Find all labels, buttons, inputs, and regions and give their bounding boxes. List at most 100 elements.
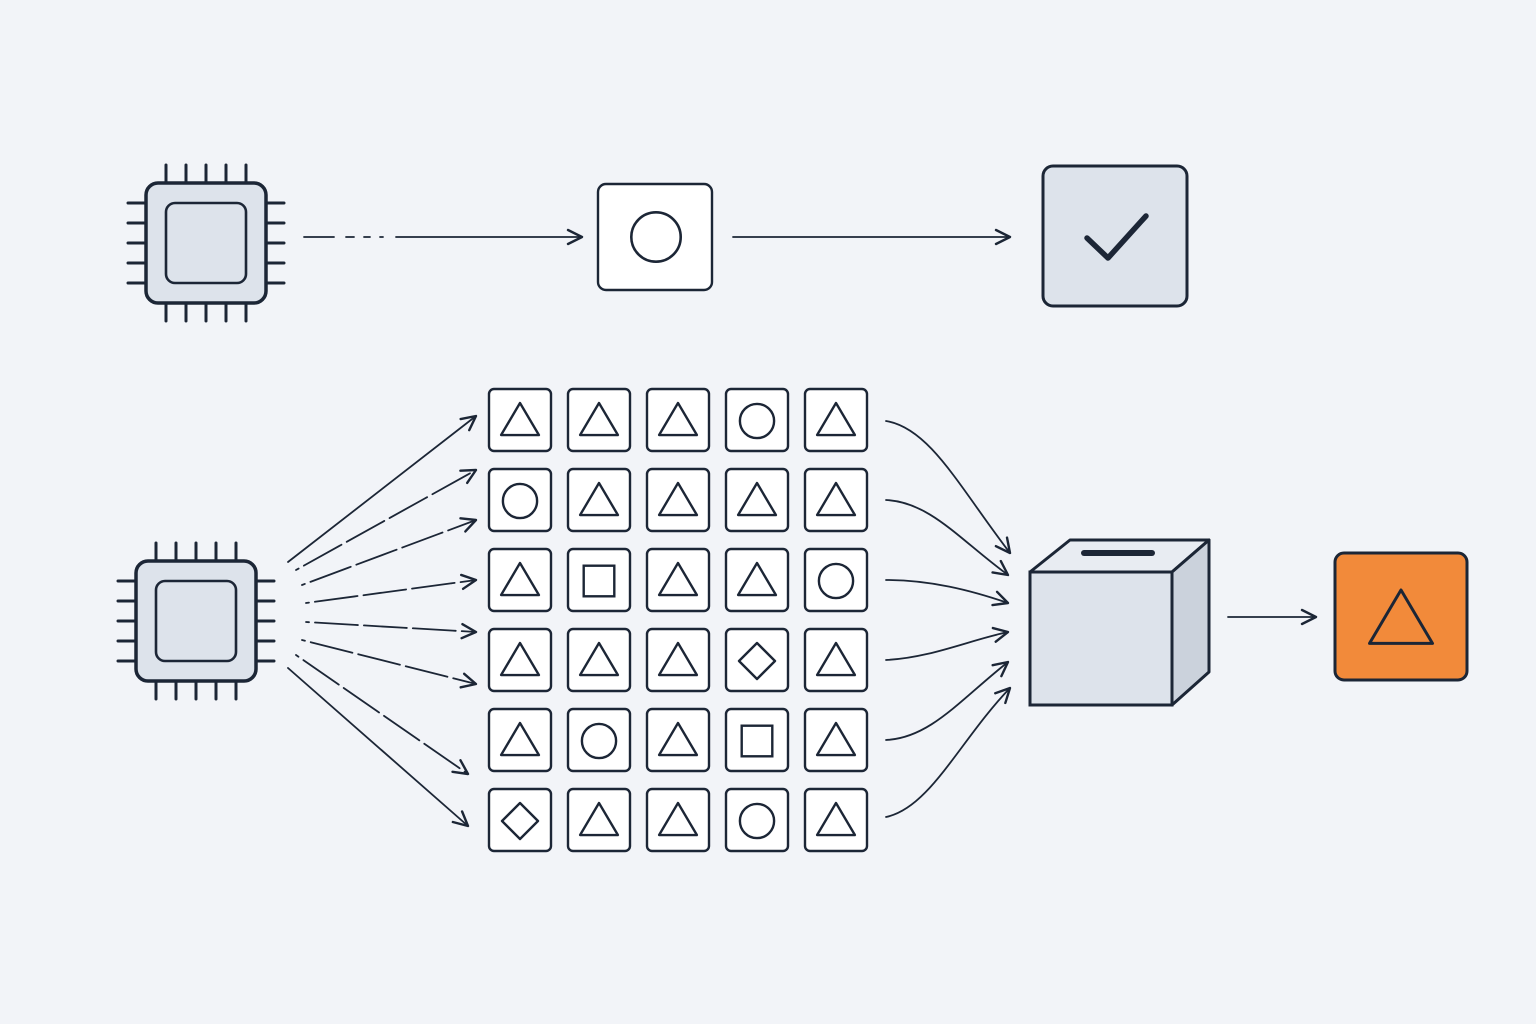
fan-in-arrows [885,420,1012,818]
grid-cell [724,787,790,853]
triangle-icon [578,641,620,677]
fan-in-arrow [885,660,1010,741]
grid-cell-frame [566,787,632,853]
grid-cell-frame [803,707,869,773]
triangle-icon [657,721,699,757]
fan-out-arrow [287,667,470,828]
grid-cell [803,787,869,853]
grid-cell-frame [724,387,790,453]
ballot-box-front [1028,570,1174,707]
majority-result-card [1333,551,1469,682]
fan-out-arrows [287,414,478,828]
fan-out-arrow [295,654,470,776]
triangle-icon [736,481,778,517]
grid-cell [724,707,790,773]
grid-cell-frame [487,467,553,533]
answer-card-frame [596,182,714,292]
grid-cell-frame [566,547,632,613]
grid-cell-frame [803,547,869,613]
triangle-icon [657,801,699,837]
triangle-icon [815,721,857,757]
triangle-icon [657,561,699,597]
checkmark-icon [1084,213,1149,261]
grid-cell [724,547,790,613]
grid-cell [487,387,553,453]
grid-cell [566,787,632,853]
square-icon [740,724,774,758]
triangle-icon [815,801,857,837]
circle-icon [501,482,539,520]
triangle-icon [578,801,620,837]
grid-cell [645,627,711,693]
grid-cell [566,627,632,693]
triangle-icon [578,401,620,437]
grid-cell-frame [487,387,553,453]
sample-grid [487,387,869,853]
circle-icon [629,211,682,264]
grid-cell-frame [724,707,790,773]
fan-in-arrow [885,626,1010,661]
triangle-icon [657,401,699,437]
grid-cell-frame [487,547,553,613]
grid-cell-frame [724,547,790,613]
square-icon [582,564,616,598]
triangle-icon [657,641,699,677]
circle-icon [738,802,776,840]
single-answer-card [596,182,714,292]
fan-out-arrow [305,621,478,640]
grid-cell [566,707,632,773]
grid-cell-frame [487,627,553,693]
grid-cell [566,387,632,453]
triangle-icon [657,481,699,517]
triangle-icon [499,401,541,437]
triangle-icon [815,641,857,677]
grid-cell-frame [566,707,632,773]
grid-cell-frame [645,387,711,453]
grid-cell [645,707,711,773]
verdict-card-frame [1041,164,1189,308]
grid-cell [566,547,632,613]
grid-cell-frame [566,387,632,453]
fan-out-arrow [295,468,478,571]
grid-cell [803,707,869,773]
triangle-icon [499,641,541,677]
circle-icon [738,402,776,440]
grid-cell-frame [724,787,790,853]
bottom-chip-icon [116,541,276,701]
chip-core [164,201,248,285]
fan-out-arrow [301,517,478,586]
grid-cell-frame [566,627,632,693]
grid-cell [487,707,553,773]
fan-in-arrow [885,420,1012,555]
grid-cell-frame [803,467,869,533]
grid-cell [645,787,711,853]
circle-icon [580,722,618,760]
ballot-box-icon [1028,538,1211,707]
triangle-icon [1368,588,1434,645]
triangle-icon [499,561,541,597]
grid-cell-frame [645,547,711,613]
grid-cell-frame [645,627,711,693]
circle-icon [817,562,855,600]
triangle-icon [736,561,778,597]
grid-cell-frame [803,787,869,853]
grid-cell [645,547,711,613]
grid-cell [487,547,553,613]
fan-in-arrow [885,686,1012,818]
grid-cell [724,387,790,453]
result-card-frame [1333,551,1469,682]
grid-cell [566,467,632,533]
grid-cell [724,467,790,533]
grid-cell-frame [645,787,711,853]
grid-cell-frame [645,707,711,773]
grid-cell-frame [724,467,790,533]
grid-cell [487,627,553,693]
top-chip-icon [126,163,286,323]
grid-cell [803,547,869,613]
grid-cell-frame [803,387,869,453]
fan-out-arrow [287,414,478,563]
fan-in-arrow [885,579,1010,607]
grid-cell [645,387,711,453]
grid-cell [724,627,790,693]
